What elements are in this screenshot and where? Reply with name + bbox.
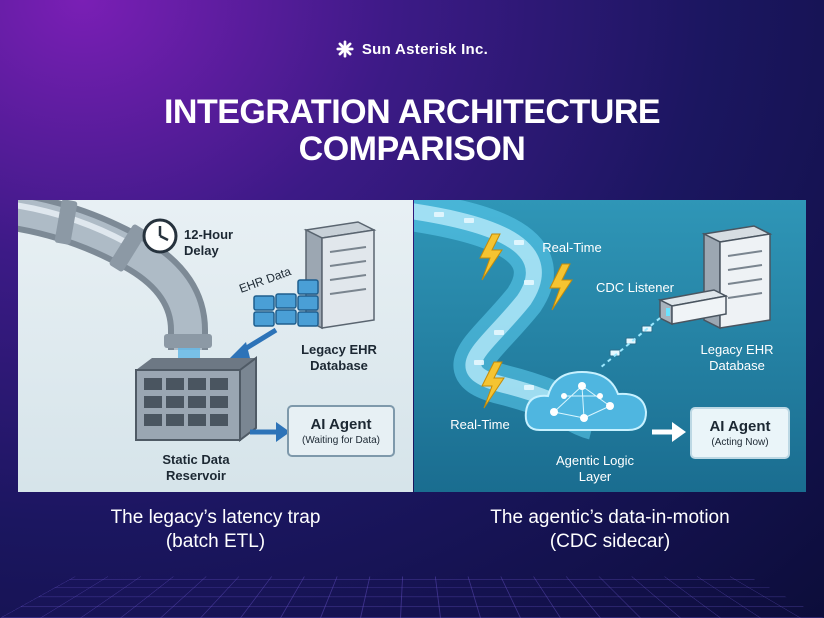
reservoir-label: Static Data Reservoir xyxy=(162,452,230,483)
page-title: INTEGRATION ARCHITECTURE COMPARISON xyxy=(0,94,824,168)
ehr-data-blocks-icon xyxy=(253,279,319,327)
agentic-illustration xyxy=(414,200,773,442)
cloud-network-icon xyxy=(524,370,648,431)
title-line-2: COMPARISON xyxy=(298,130,526,168)
legacy-caption-line-2: (batch ETL) xyxy=(165,531,266,552)
arrow-icon xyxy=(230,327,278,358)
agentic-caption-line-1: The agentic’s data-in-motion xyxy=(490,507,730,528)
lightning-icon xyxy=(549,263,573,311)
realtime-top-label: Real-Time xyxy=(542,240,602,255)
legacy-illustration xyxy=(18,200,377,442)
ai-agent-acting-box: AI Agent (Acting Now) xyxy=(690,407,790,459)
ai-agent-status: (Waiting for Data) xyxy=(302,435,380,446)
legacy-caption: The legacy’s latency trap (batch ETL) xyxy=(18,506,413,554)
brand-name: Sun Asterisk Inc. xyxy=(361,40,489,58)
legacy-database-label: Legacy EHR Database xyxy=(301,342,377,373)
agentic-logic-label: Agentic Logic Layer xyxy=(555,453,635,484)
grid-floor-decoration xyxy=(0,576,824,618)
ai-agent-title: AI Agent xyxy=(310,416,372,433)
ai-agent-status: (Acting Now) xyxy=(711,437,769,448)
agentic-caption-line-2: (CDC sidecar) xyxy=(549,531,671,552)
agentic-caption: The agentic’s data-in-motion (CDC sideca… xyxy=(414,506,806,554)
pipe-icon xyxy=(18,200,212,350)
sun-asterisk-icon xyxy=(336,40,354,58)
lightning-icon xyxy=(479,233,503,281)
clock-icon xyxy=(142,218,178,254)
legacy-caption-line-1: The legacy’s latency trap xyxy=(110,507,321,528)
delay-label: 12-Hour Delay xyxy=(184,227,234,258)
reservoir-icon xyxy=(135,356,257,442)
arrow-icon xyxy=(652,422,686,442)
cdc-listener-label: CDC Listener xyxy=(595,280,675,295)
legacy-database-label: Legacy EHR Database xyxy=(700,342,774,373)
ai-agent-title: AI Agent xyxy=(709,418,771,435)
title-line-1: INTEGRATION ARCHITECTURE xyxy=(163,93,661,131)
arrow-icon xyxy=(250,422,290,442)
lightning-icon xyxy=(481,361,505,409)
legacy-architecture-panel: 12-Hour Delay EHR Data Legacy EHR Databa… xyxy=(18,200,413,492)
realtime-bottom-label: Real-Time xyxy=(450,417,510,432)
agentic-architecture-panel: Real-Time CDC Listener Legacy EHR Databa… xyxy=(414,200,806,492)
cdc-listener-icon xyxy=(657,289,729,326)
brand-header: Sun Asterisk Inc. xyxy=(0,40,824,58)
ai-agent-waiting-box: AI Agent (Waiting for Data) xyxy=(287,405,395,457)
